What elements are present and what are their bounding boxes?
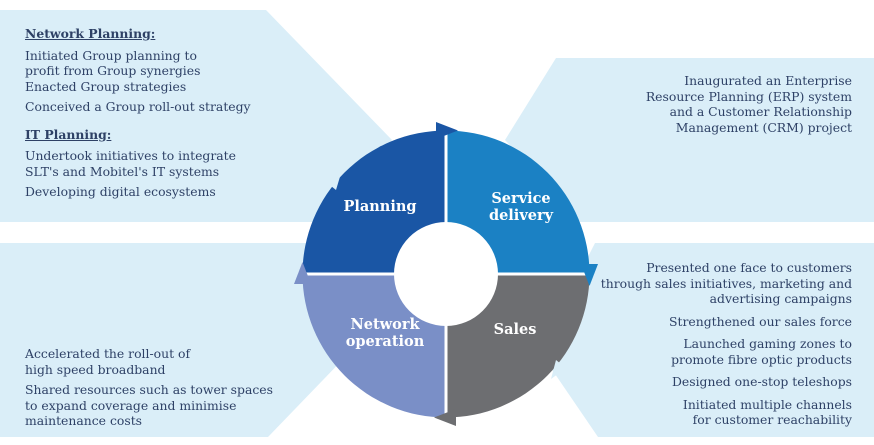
segment-network-operation bbox=[302, 274, 446, 418]
network-planning-item: Conceived a Group roll-out strategy bbox=[25, 99, 251, 114]
segment-sales bbox=[446, 274, 590, 418]
sales-panel: Presented one face to customers through … bbox=[552, 260, 852, 435]
sales-item: Designed one-stop teleshops bbox=[671, 374, 852, 389]
it-planning-item: Developing digital ecosystems bbox=[25, 184, 216, 199]
arrow-into-sales-icon bbox=[581, 264, 598, 286]
pointer-top-left-icon bbox=[326, 170, 342, 190]
panel-bottom-right-background bbox=[540, 243, 874, 437]
sales-item: Initiated multiple channels for customer… bbox=[682, 396, 852, 428]
service-delivery-item: Inaugurated an Enterprise Resource Plann… bbox=[645, 73, 852, 135]
panel-top-left-background bbox=[0, 10, 392, 222]
pointer-bottom-right-icon bbox=[551, 360, 566, 379]
segment-service-delivery bbox=[446, 130, 590, 274]
network-planning-heading: Network Planning: bbox=[25, 26, 156, 41]
network-operation-item: Accelerated the roll-out of high speed b… bbox=[25, 346, 191, 377]
panel-bottom-left-background bbox=[0, 243, 350, 437]
service-delivery-panel: Inaugurated an Enterprise Resource Plann… bbox=[552, 73, 852, 140]
it-planning-heading: IT Planning: bbox=[25, 126, 112, 142]
network-operation-panel: Accelerated the roll-out of high speed b… bbox=[25, 346, 315, 434]
segment-label-sales: Sales bbox=[493, 321, 537, 338]
segment-planning bbox=[302, 130, 446, 274]
segment-label-planning: Planning bbox=[343, 198, 417, 215]
panel-top-right-background bbox=[505, 58, 874, 222]
sales-item: Launched gaming zones to promote fibre o… bbox=[671, 336, 852, 367]
arrow-into-network-operation-icon bbox=[434, 409, 456, 426]
sales-item: Presented one face to customers through … bbox=[600, 260, 852, 306]
sales-item: Strengthened our sales force bbox=[669, 313, 852, 329]
arrow-into-service-delivery-icon bbox=[436, 122, 458, 139]
network-planning-item: Initiated Group planning to profit from … bbox=[25, 47, 201, 94]
segment-label-service-delivery: Service delivery bbox=[488, 190, 554, 224]
network-operation-item: Shared resources such as tower spaces to… bbox=[25, 382, 273, 428]
arrow-into-planning-icon bbox=[294, 262, 311, 284]
segment-label-network-operation: Network operation bbox=[345, 316, 425, 350]
it-planning-item: Undertook initiatives to integrate SLT's… bbox=[25, 148, 236, 179]
planning-panel: Network Planning: Initiated Group planni… bbox=[25, 26, 325, 205]
